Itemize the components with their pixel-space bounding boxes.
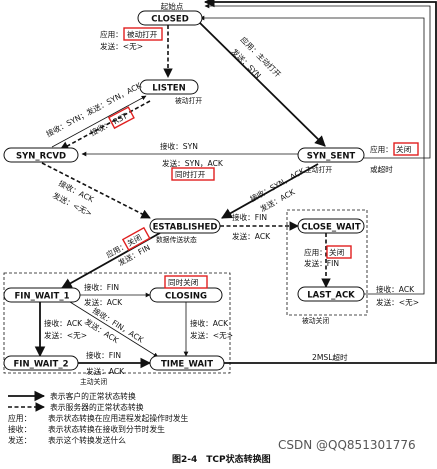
- state-last-ack: LAST_ACK: [297, 286, 365, 302]
- edge-closed-synsent: [199, 22, 326, 147]
- label-rcv-fin-fw1: 接收：FIN: [84, 282, 119, 292]
- active-close-box: [3, 272, 231, 374]
- label-send-synack: 发送：SYN，ACK: [162, 158, 224, 168]
- svg-text:ESTABLISHED: ESTABLISHED: [153, 223, 218, 233]
- highlight-simultaneous-open: [171, 167, 215, 181]
- highlight-rst-group: RST: [107, 106, 135, 130]
- state-listen: LISTEN: [139, 79, 199, 95]
- label-send-none-closing: 发送：<无>: [190, 330, 233, 340]
- label-app-close-prefix-1: 应用：: [370, 144, 393, 154]
- legend-send-key: 发送：: [8, 435, 31, 445]
- highlight-passive-open: [123, 27, 163, 41]
- label-app-close-prefix-2: 应用：: [304, 247, 327, 257]
- watermark: CSDN @QQ851301776: [278, 438, 416, 452]
- label-rcv-syn: 接收：SYN: [160, 141, 198, 151]
- highlight-close-2: [326, 245, 352, 259]
- svg-text:SYN_RCVD: SYN_RCVD: [16, 152, 66, 162]
- state-established: ESTABLISHED: [149, 218, 221, 234]
- label-rcv-rst-prefix: 接收：: [88, 118, 113, 138]
- legend-client-text: 表示客户的正常状态转换: [50, 391, 136, 401]
- label-simultaneous-close: 同时关闭: [168, 277, 198, 287]
- edge-synrcvd-listen: [51, 95, 147, 148]
- legend-app-desc: 表示状态转换在应用进程发起操作时发生: [48, 413, 189, 423]
- highlight-simultaneous-close: [164, 275, 208, 289]
- note-timeout: 或超时: [370, 164, 393, 174]
- svg-text:FIN_WAIT_2: FIN_WAIT_2: [13, 360, 68, 370]
- label-rcv-ack-closing: 接收：ACK: [190, 318, 229, 328]
- legend: 表示客户的正常状态转换 表示服务器的正常状态转换 应用： 表示状态转换在应用进程…: [8, 390, 189, 445]
- state-closing: CLOSING: [149, 287, 223, 303]
- edge-synsent-established: [221, 163, 319, 219]
- svg-text:CLOSING: CLOSING: [165, 292, 207, 302]
- figure-caption: 图2-4 TCP状态转换图: [172, 453, 271, 465]
- label-app-passive-open-prefix: 应用：: [100, 29, 123, 39]
- label-rcv-fin-fw2: 接收：FIN: [86, 350, 121, 360]
- label-app-passive-open: 被动打开: [127, 29, 158, 39]
- label-send-none-1: 发送：<无>: [100, 41, 143, 51]
- passive-close-box: [286, 209, 368, 316]
- note-active-open: 主动打开: [305, 165, 332, 174]
- edge-finwait1-timewait: [69, 301, 159, 358]
- label-send-ack-fw2: 发送：ACK: [86, 366, 125, 376]
- svg-text:FIN_WAIT_1: FIN_WAIT_1: [14, 292, 69, 302]
- label-rcv-ack-fw1: 接收：ACK: [44, 318, 83, 328]
- label-send-none-last: 发送：<无>: [376, 297, 419, 307]
- note-passive-close: 被动关闭: [302, 316, 329, 325]
- svg-text:CLOSED: CLOSED: [151, 15, 189, 25]
- start-point-label: 起始点: [161, 1, 184, 11]
- label-rcv-ack-last: 接收：ACK: [376, 284, 415, 294]
- edge-listen-synrcvd: [59, 100, 151, 151]
- state-time-wait: TIME_WAIT: [149, 355, 225, 371]
- state-syn-rcvd: SYN_RCVD: [3, 147, 79, 163]
- label-simultaneous-open: 同时打开: [175, 169, 206, 179]
- state-closed: CLOSED: [137, 10, 203, 26]
- svg-text:LISTEN: LISTEN: [152, 84, 185, 94]
- svg-text:CLOSE_WAIT: CLOSE_WAIT: [301, 223, 360, 233]
- legend-rcv-desc: 表示状态转换在接收到分节时发生: [48, 424, 165, 434]
- highlight-rst: [107, 106, 135, 130]
- label-send-ack-fw1: 发送：ACK: [84, 297, 123, 307]
- svg-text:SYN_SENT: SYN_SENT: [307, 152, 356, 162]
- highlight-close-3: [121, 226, 151, 251]
- edge-timewait-closed: [203, 0, 437, 364]
- svg-text:LAST_ACK: LAST_ACK: [307, 291, 355, 301]
- state-fin-wait-1: FIN_WAIT_1: [3, 287, 81, 303]
- edge-synsent-closed: [204, 3, 431, 159]
- svg-text:TIME_WAIT: TIME_WAIT: [161, 360, 213, 370]
- edge-synrcvd-established: [41, 162, 151, 219]
- note-passive-open: 被动打开: [175, 96, 202, 105]
- legend-app-key: 应用：: [8, 413, 31, 423]
- note-data-transfer: 数据传送状态: [156, 235, 197, 244]
- state-fin-wait-2: FIN_WAIT_2: [3, 355, 79, 371]
- label-send-ack-est: 发送：ACK: [232, 231, 271, 241]
- label-send-fin-cw: 发送：FIN: [304, 258, 339, 268]
- highlight-close-1: [393, 142, 419, 156]
- note-active-close: 主动关闭: [80, 377, 107, 386]
- label-send-none-fw1: 发送：<无>: [44, 330, 87, 340]
- state-syn-sent: SYN_SENT: [297, 147, 365, 163]
- legend-rcv-key: 接收：: [8, 424, 31, 434]
- state-close-wait: CLOSE_WAIT: [297, 218, 365, 234]
- label-app-close-2: 关闭: [329, 247, 344, 257]
- label-app-close-1: 关闭: [396, 144, 411, 154]
- note-2msl-timeout: 2MSL超时: [312, 352, 348, 362]
- label-rcv-fin: 接收：FIN: [232, 212, 267, 222]
- legend-send-desc: 表示这个转换发送什么: [48, 435, 126, 445]
- edge-lastack-closed: [199, 15, 425, 295]
- legend-server-text: 表示服务器的正常状态转换: [50, 402, 144, 412]
